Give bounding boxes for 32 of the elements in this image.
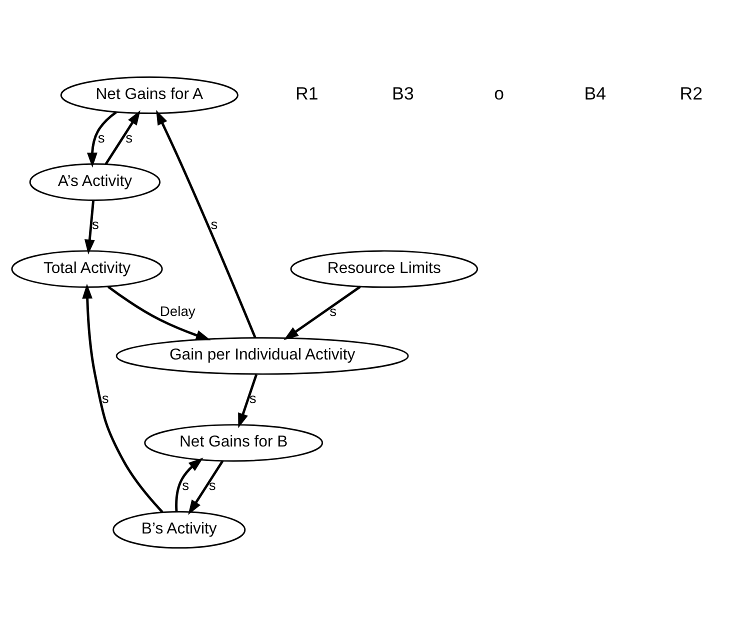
arrow	[107, 285, 211, 340]
label: B4	[584, 83, 606, 104]
edge-label: s	[330, 302, 337, 319]
node-ellipse: Resource Limits	[290, 250, 478, 288]
arrow	[104, 110, 140, 164]
arrow	[188, 460, 224, 514]
label: R1	[296, 83, 318, 104]
edge-label: Delay	[160, 302, 196, 319]
arrow	[284, 285, 361, 340]
arrow	[156, 109, 256, 338]
node-ellipse: Gain per Individual Activity	[116, 336, 409, 374]
edge-label: s	[92, 216, 99, 232]
edge-label: s	[126, 128, 133, 145]
arrow	[84, 200, 95, 254]
edge-label: s	[98, 128, 105, 145]
node-ellipse: A’s Activity	[29, 162, 161, 200]
edge-label: s	[102, 390, 109, 406]
arrow	[175, 457, 204, 512]
node-ellipse: Net Gains for B	[144, 424, 324, 462]
node-ellipse: Net Gains for A	[60, 76, 238, 114]
edge-label: s	[182, 476, 190, 493]
node-ellipse: B’s Activity	[112, 510, 246, 548]
arrow	[82, 283, 164, 512]
edge-label: s	[210, 216, 218, 232]
arrow	[238, 374, 258, 428]
label: R2	[680, 83, 703, 104]
label: o	[494, 83, 504, 104]
node-ellipse: Total Activity	[11, 250, 163, 288]
edge-label: s	[249, 390, 256, 406]
label: B3	[392, 83, 414, 104]
arrow	[86, 110, 117, 168]
edge-label: s	[208, 476, 216, 493]
